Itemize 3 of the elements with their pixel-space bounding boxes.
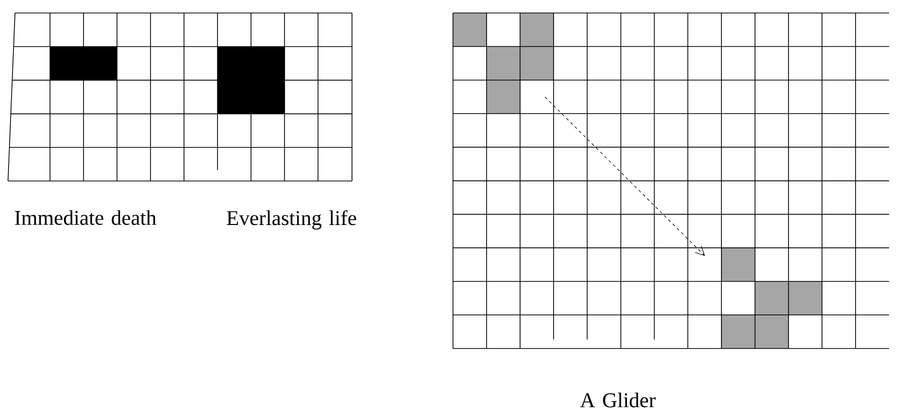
caption-text: A Glider xyxy=(580,392,656,408)
caption-text: Everlasting life xyxy=(226,210,356,230)
caption-text: Immediate death xyxy=(14,210,156,225)
